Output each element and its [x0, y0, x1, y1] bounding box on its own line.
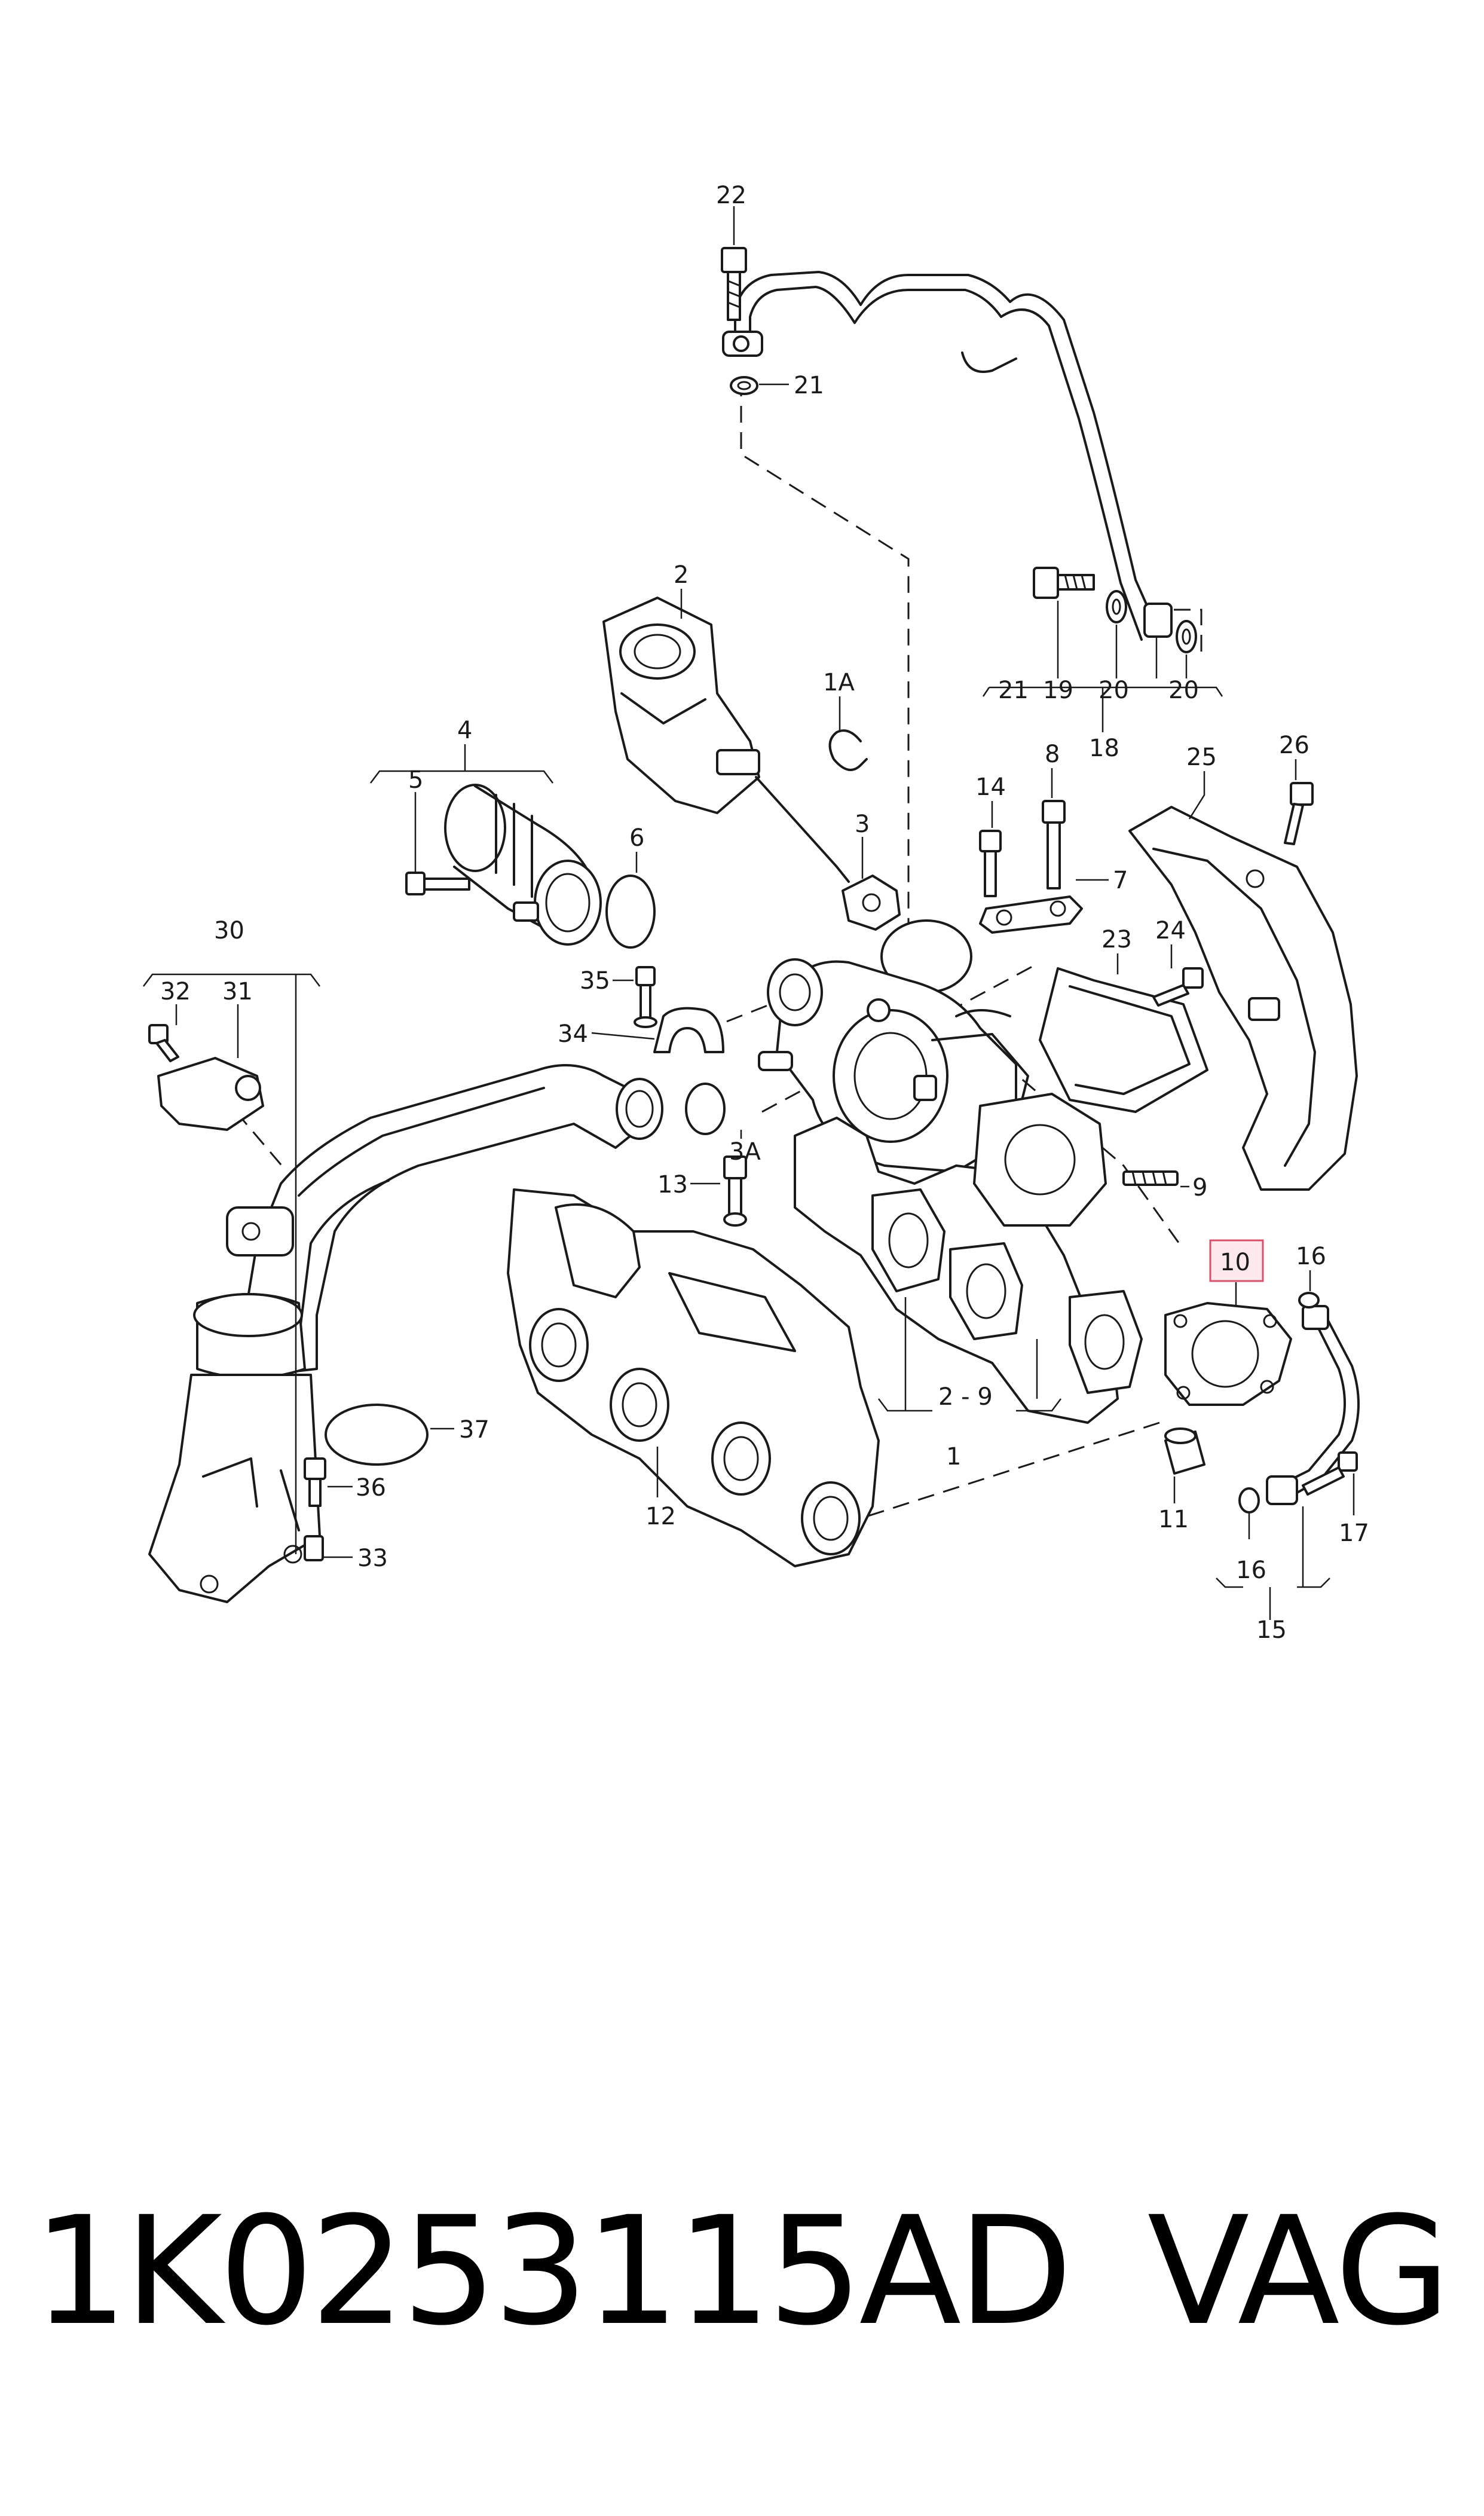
callout-18: 18	[1089, 735, 1119, 762]
bolt-17	[1302, 1451, 1358, 1496]
bolt-8	[1042, 800, 1066, 889]
bolt-36	[304, 1457, 326, 1507]
seal-ring-37	[325, 1404, 429, 1466]
clamp-34	[653, 1007, 724, 1053]
heat-shield-23	[1039, 967, 1208, 1113]
callout-labels: 22 21 2 21 19 20 20 18 1A 4 8 25 26 5 14…	[160, 182, 1369, 1644]
callout-2: 2	[674, 561, 689, 589]
callout-2-9: 2 - 9	[938, 1383, 993, 1411]
callout-7: 7	[1113, 867, 1128, 894]
gasket-10	[1164, 1302, 1292, 1406]
o-ring-6	[605, 875, 656, 949]
footer: 1K0253115AD VAG	[0, 2176, 1484, 2367]
sensor-31	[157, 1057, 264, 1131]
charge-air-pipe-30	[226, 1064, 663, 1376]
sealing-washer-20b	[1176, 620, 1197, 653]
flange-33	[148, 1293, 324, 1603]
gasket-3	[842, 875, 901, 931]
oil-return-line-15	[1266, 1305, 1360, 1505]
callout-1: 1	[946, 1443, 961, 1471]
turbocharger-1	[758, 919, 1029, 1173]
bolt-26	[1284, 782, 1314, 845]
leader-lines	[143, 206, 1355, 1620]
callout-9: 9	[1192, 1174, 1207, 1202]
callout-22: 22	[716, 182, 746, 209]
seal-16a	[1298, 1292, 1320, 1309]
bolt-5	[405, 872, 470, 895]
sealing-washer-20a	[1106, 590, 1127, 623]
callout-31: 31	[222, 978, 253, 1005]
callout-4: 4	[457, 717, 472, 744]
callout-20-right: 20	[1168, 677, 1199, 704]
banjo-bolt-19	[1033, 567, 1095, 599]
callout-19: 19	[1043, 677, 1073, 704]
callout-23: 23	[1101, 926, 1132, 953]
callout-1a: 1A	[823, 669, 855, 696]
callout-16-bottom: 16	[1236, 1557, 1266, 1584]
turbocharger-exploded-diagram: 22 21 2 21 19 20 20 18 1A 4 8 25 26 5 14…	[143, 182, 1369, 1644]
brand-name: VAG	[1147, 2184, 1451, 2358]
callout-32: 32	[160, 978, 191, 1005]
callout-34: 34	[558, 1020, 588, 1048]
oil-feed-pipe	[722, 271, 1161, 641]
seal-16b	[1238, 1487, 1260, 1514]
callout-26: 26	[1279, 732, 1309, 759]
callout-13: 13	[657, 1171, 688, 1199]
callout-36: 36	[356, 1474, 386, 1502]
sealing-ring-21-top	[730, 376, 758, 395]
stud-9	[1122, 1170, 1179, 1186]
callout-30: 30	[214, 917, 244, 944]
banjo-bolt-22	[721, 247, 747, 321]
part-number: 1K0253115AD	[33, 2184, 1073, 2358]
retaining-clip-1a	[828, 729, 868, 771]
callout-5: 5	[408, 766, 423, 794]
callout-24: 24	[1155, 917, 1186, 944]
callout-17: 17	[1339, 1520, 1369, 1547]
callout-21: 21	[998, 677, 1029, 704]
callout-35: 35	[580, 967, 610, 995]
callout-20-left: 20	[1099, 677, 1129, 704]
callout-3: 3	[855, 811, 870, 838]
pipe-end-fitting	[1143, 603, 1173, 638]
callout-37: 37	[459, 1416, 489, 1444]
callout-15: 15	[1256, 1616, 1287, 1644]
callout-12: 12	[645, 1503, 676, 1530]
callout-16-top: 16	[1296, 1243, 1326, 1270]
connecting-pipe-4	[444, 784, 602, 946]
bracket-7	[979, 895, 1083, 934]
callout-11: 11	[1158, 1506, 1189, 1533]
callout-14: 14	[975, 774, 1006, 801]
bolt-32	[148, 1024, 179, 1062]
bolt-14	[979, 830, 1002, 897]
o-ring-3a	[685, 1083, 726, 1135]
exhaust-manifold-12	[507, 1188, 880, 1567]
bolt-35	[634, 966, 657, 1028]
sleeve-11	[1164, 1427, 1205, 1475]
pressure-actuator-2	[602, 597, 850, 883]
callout-6: 6	[629, 824, 644, 852]
bolt-24	[1152, 967, 1204, 1007]
heat-shield-25	[1128, 806, 1358, 1191]
callout-8: 8	[1045, 741, 1060, 768]
bolt-13	[723, 1155, 747, 1227]
callout-10-highlight	[1209, 1239, 1264, 1282]
callout-21-top: 21	[794, 372, 824, 399]
callout-10: 10	[1220, 1249, 1250, 1276]
callout-33: 33	[357, 1545, 388, 1572]
callout-25: 25	[1186, 744, 1217, 771]
callout-3a: 3A	[729, 1138, 761, 1166]
